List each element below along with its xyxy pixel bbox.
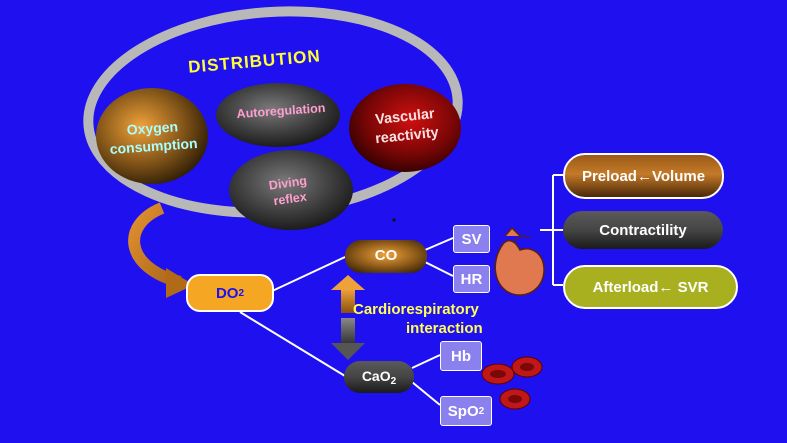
co-label: CO xyxy=(374,247,398,264)
line-cao2-hb xyxy=(411,354,441,369)
line-co-hr xyxy=(424,261,454,277)
line-do2-co xyxy=(269,256,346,293)
line-co-sv xyxy=(424,237,454,251)
up-arrow-head xyxy=(331,275,365,290)
cao2-label: CaO2 xyxy=(344,368,414,387)
autoregulation-circle xyxy=(216,83,340,147)
cao2-subscript: 2 xyxy=(390,376,397,387)
do2-label: DO xyxy=(215,284,239,302)
hb-box: Hb xyxy=(440,341,482,371)
cao2-main: CaO xyxy=(361,368,391,384)
co-node xyxy=(345,240,427,273)
oxygen-consumption-circle xyxy=(96,88,208,184)
diving-reflex-circle xyxy=(229,150,353,230)
spo2-main: SpO xyxy=(447,402,479,420)
decorative-dot xyxy=(392,218,396,222)
line-do2-cao2 xyxy=(239,311,346,377)
heart-icon xyxy=(494,226,545,296)
curved-arrow-head xyxy=(166,268,194,298)
curved-arrow-to-do2 xyxy=(128,202,182,288)
red-blood-cells-icon xyxy=(481,356,543,410)
sv-box: SV xyxy=(453,225,490,253)
preload-pill: Preload←Volume xyxy=(563,153,724,199)
up-arrow-shaft xyxy=(341,289,355,313)
do2-subscript: 2 xyxy=(238,287,245,299)
afterload-pill: Afterload← SVR xyxy=(563,265,738,309)
hr-box: HR xyxy=(453,265,490,293)
down-arrow-head xyxy=(331,343,365,360)
contractility-pill: Contractility xyxy=(563,211,723,249)
spo2-subscript: 2 xyxy=(478,405,485,417)
oxygen-consumption-label: Oxygen consumption xyxy=(109,118,199,158)
cao2-node xyxy=(344,361,414,393)
line-cao2-spo2 xyxy=(411,381,441,406)
vascular-reactivity-circle xyxy=(349,84,461,172)
interaction-line1: Cardiorespiratory xyxy=(353,301,479,318)
down-arrow-shaft xyxy=(341,318,355,344)
interaction-line2: interaction xyxy=(406,320,483,337)
